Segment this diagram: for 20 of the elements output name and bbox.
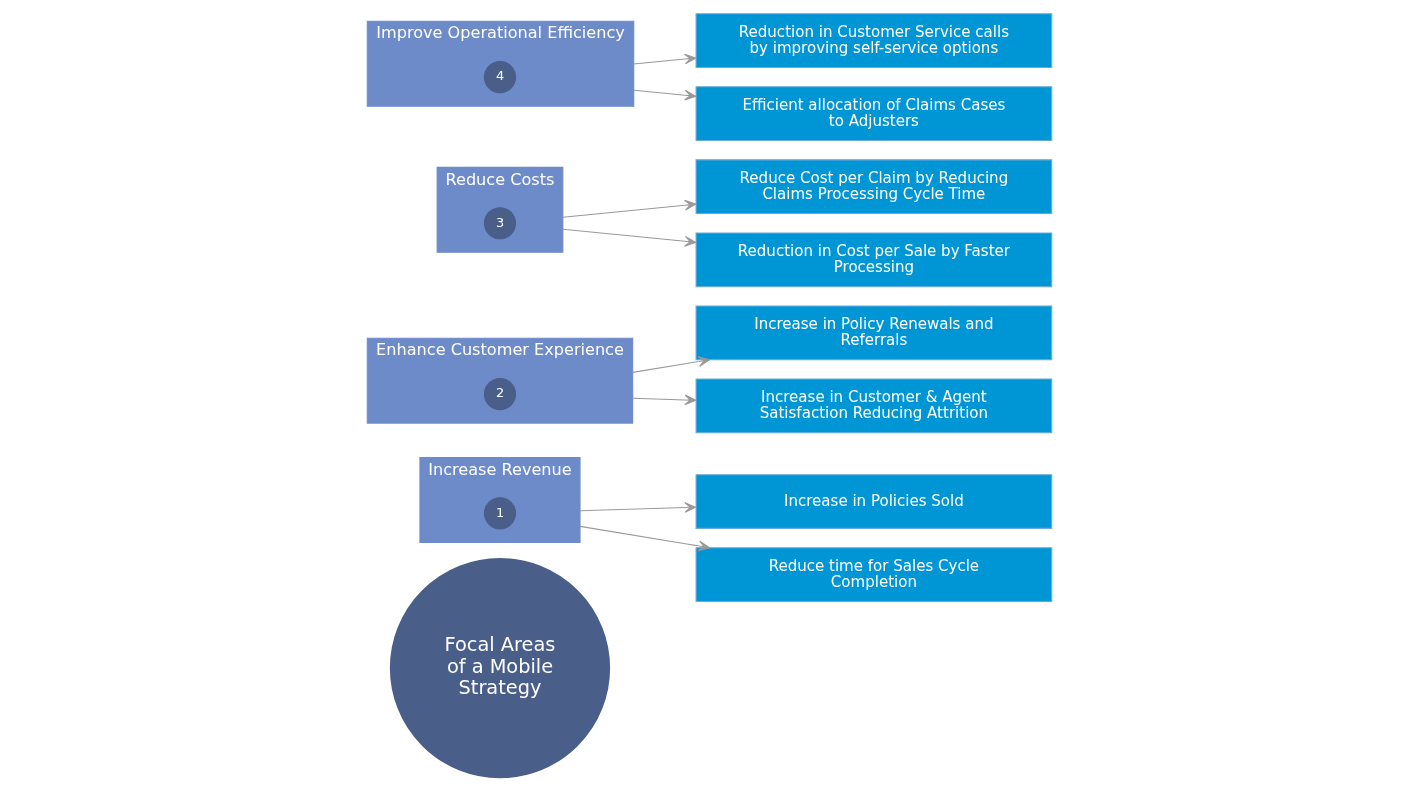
arrow — [632, 89, 696, 101]
node-circle: 1 — [483, 497, 516, 530]
node-circle: 4 — [483, 61, 516, 94]
arrow — [579, 525, 710, 552]
node-box: Efficient allocation of Claims Cases to Adjusters — [695, 86, 1052, 142]
node-circle: 3 — [483, 207, 516, 240]
arrow — [579, 502, 696, 513]
node-box: Increase in Policy Renewals and Referrals — [695, 305, 1052, 361]
node-box: Reduce time for Sales Cycle Completion — [695, 547, 1052, 602]
arrow — [631, 394, 696, 406]
node-box: Reduction in Customer Service calls by improving self-service options — [695, 13, 1052, 68]
node-box: Reduction in Cost per Sale by Faster Processing — [695, 232, 1052, 288]
node-circle: 2 — [483, 377, 516, 411]
node-box: Increase in Customer & Agent Satisfaction Reducing Attrition — [695, 378, 1052, 434]
node-box: Increase in Policies Sold — [695, 474, 1052, 529]
arrow — [632, 53, 696, 65]
arrow — [561, 228, 696, 247]
arrow — [561, 199, 696, 218]
arrow — [631, 356, 710, 373]
node-box: Reduce Cost per Claim by Reducing Claims Processing Cycle Time — [695, 159, 1052, 215]
